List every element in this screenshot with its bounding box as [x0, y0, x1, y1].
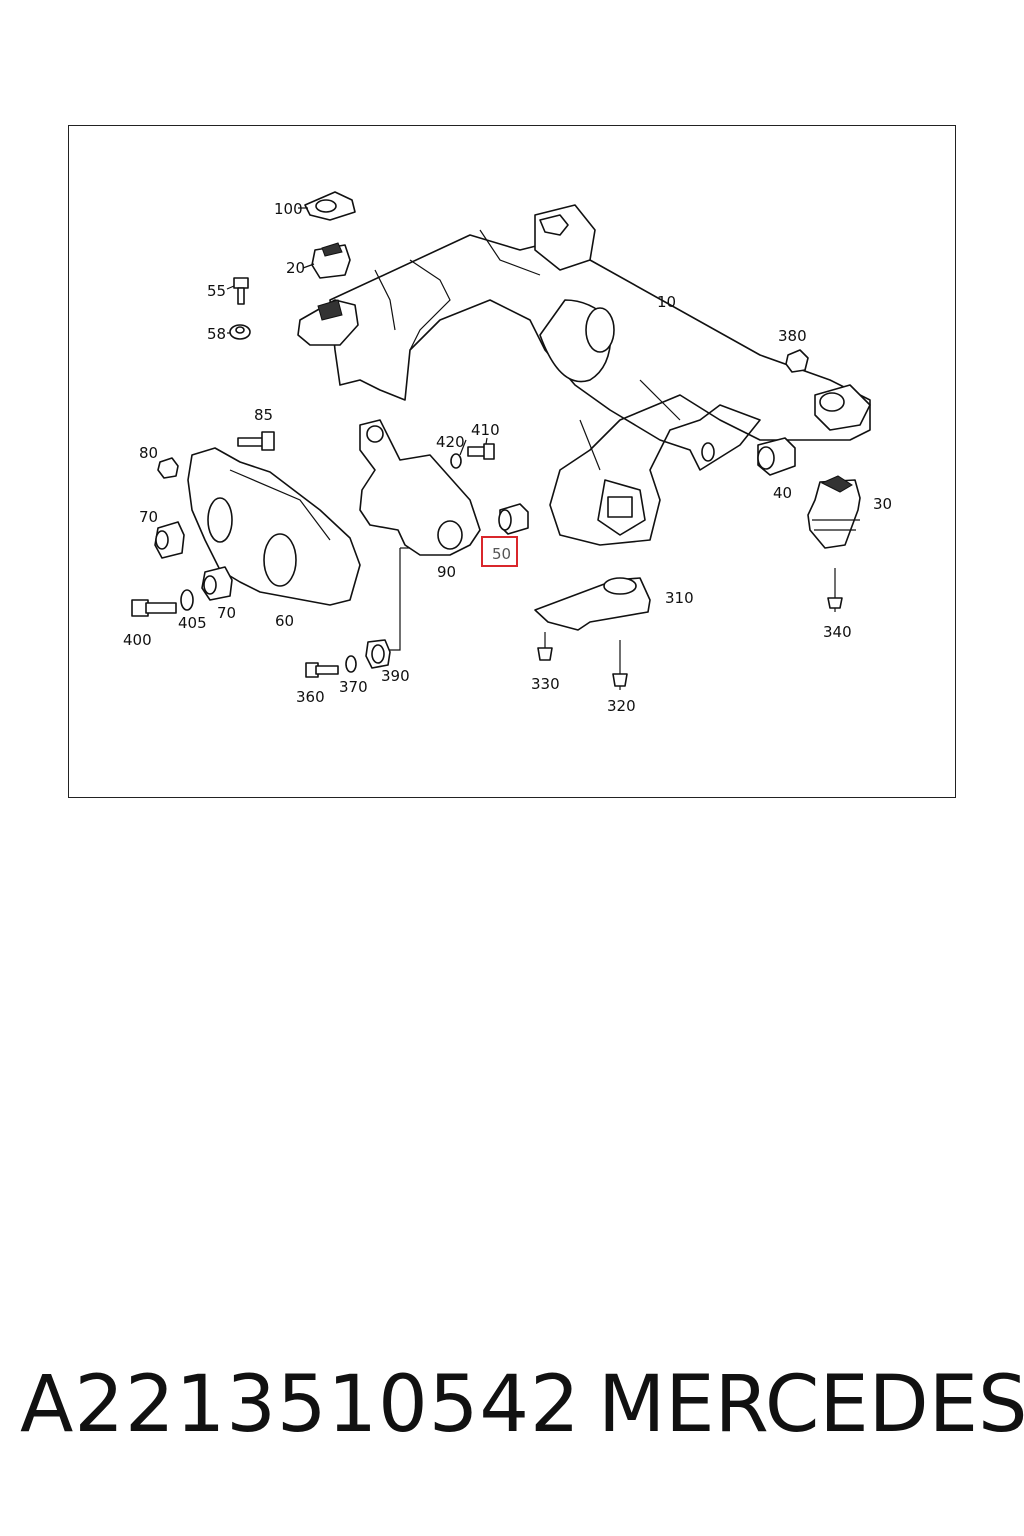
nut-80 — [157, 457, 179, 479]
bracket-90 — [359, 419, 481, 651]
nut-380 — [785, 349, 809, 373]
bolt-400 — [131, 599, 177, 617]
label-55: 55 — [207, 282, 226, 300]
label-360: 360 — [296, 688, 325, 706]
housing-60 — [187, 447, 361, 606]
label-405: 405 — [178, 614, 207, 632]
brand-name: MERCEDES — [598, 1360, 1024, 1450]
bolt-85 — [237, 431, 275, 451]
label-60: 60 — [275, 612, 294, 630]
label-340: 340 — [823, 623, 852, 641]
label-58: 58 — [207, 325, 226, 343]
washer-420 — [450, 453, 462, 469]
bushing-390 — [365, 639, 391, 669]
bolt-340 — [827, 568, 843, 612]
bolt-55 — [233, 277, 249, 305]
bolt-320 — [612, 640, 628, 690]
mount-20-lower — [297, 299, 359, 346]
bolt-410 — [467, 443, 495, 460]
highlight-box-50 — [481, 536, 518, 567]
mount-20 — [311, 242, 351, 279]
label-50: 50 — [492, 545, 511, 563]
leader-lines — [226, 207, 488, 456]
label-90: 90 — [437, 563, 456, 581]
label-380: 380 — [778, 327, 807, 345]
bushing-40 — [757, 437, 796, 476]
label-40: 40 — [773, 484, 792, 502]
nut-58 — [229, 324, 251, 340]
label-80: 80 — [139, 444, 158, 462]
bushing-70-upper — [154, 521, 185, 559]
bolt-330 — [537, 632, 553, 661]
label-10: 10 — [657, 293, 676, 311]
label-330: 330 — [531, 675, 560, 693]
label-85: 85 — [254, 406, 273, 424]
label-100: 100 — [274, 200, 303, 218]
label-420: 420 — [436, 433, 465, 451]
label-410: 410 — [471, 421, 500, 439]
footer: A2213510542 MERCEDES — [0, 1360, 1024, 1480]
label-400: 400 — [123, 631, 152, 649]
subframe-10 — [329, 204, 871, 546]
bushing-70-lower — [201, 566, 233, 601]
label-390: 390 — [381, 667, 410, 685]
label-20: 20 — [286, 259, 305, 277]
label-310: 310 — [665, 589, 694, 607]
bracket-310 — [534, 577, 651, 631]
washer-405 — [180, 589, 194, 611]
label-370: 370 — [339, 678, 368, 696]
mount-100 — [304, 191, 356, 221]
label-320: 320 — [607, 697, 636, 715]
bolt-360 — [305, 662, 339, 678]
bushing-50 — [498, 503, 529, 535]
label-70-lower: 70 — [217, 604, 236, 622]
label-70-upper: 70 — [139, 508, 158, 526]
label-30: 30 — [873, 495, 892, 513]
mount-30 — [807, 475, 861, 549]
part-number: A2213510542 — [20, 1360, 581, 1450]
washer-370 — [345, 655, 357, 673]
